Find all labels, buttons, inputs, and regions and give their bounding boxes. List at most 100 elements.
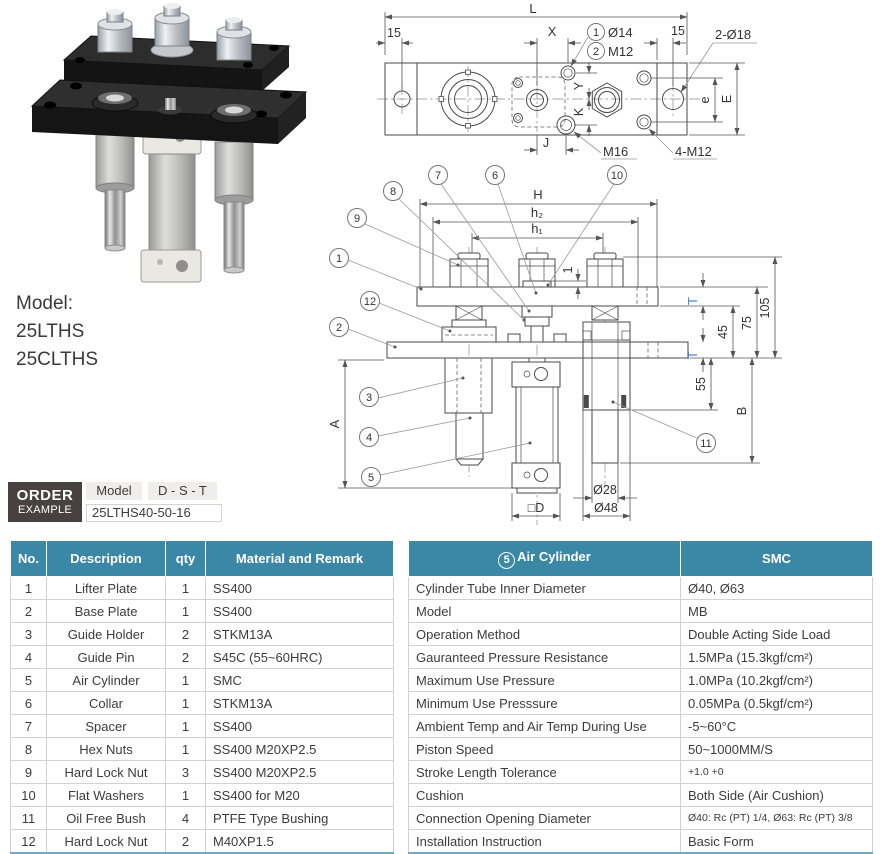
dim-h2: h₂	[531, 205, 543, 220]
cell-desc: Oil Free Bush	[46, 806, 166, 830]
svg-text:4: 4	[366, 432, 372, 444]
cell-material: STKM13A	[205, 691, 394, 715]
cell-no: 6	[10, 691, 47, 715]
left-guide-pin	[454, 412, 485, 466]
cell-qty: 3	[165, 760, 206, 784]
balloon-1-label: Ø14	[608, 25, 633, 40]
cell-spec-label: Model	[408, 599, 681, 623]
dim-55: 55	[694, 377, 708, 391]
balloon-leaders	[347, 183, 698, 476]
balloon-1	[587, 23, 605, 41]
cell-spec-value: 1.0MPa (10.2kgf/cm²)	[680, 668, 873, 692]
screw-right	[553, 333, 567, 343]
cell-no: 12	[10, 829, 47, 854]
cell-no: 3	[10, 622, 47, 646]
svg-text:7: 7	[435, 170, 441, 182]
cell-qty: 1	[165, 783, 206, 807]
cell-spec-value: 50~1000MM/S	[680, 737, 873, 761]
left-guide-iso	[95, 129, 135, 252]
dim-o48: Ø48	[594, 501, 618, 515]
balloon-2	[587, 42, 605, 60]
cell-material: SS400	[205, 714, 394, 738]
cell-spec-label: Piston Speed	[408, 737, 681, 761]
cell-material: STKM13A	[205, 622, 394, 646]
cell-spec-label: Cylinder Tube Inner Diameter	[408, 576, 681, 600]
bearing-collars-iso	[91, 92, 258, 124]
cell-material: SS400 M20XP2.5	[205, 737, 394, 761]
cell-qty: 4	[165, 806, 206, 830]
base-plate-front	[386, 341, 689, 359]
dim-h1: h₁	[531, 221, 543, 236]
cell-desc: Hard Lock Nut	[46, 829, 166, 854]
air-cylinder-iso	[140, 119, 202, 283]
dim-E: E	[720, 95, 734, 103]
dim-B: B	[734, 407, 749, 416]
cell-desc: Collar	[46, 691, 166, 715]
m12-hole	[560, 65, 576, 81]
cell-spec-value: MB	[680, 599, 873, 623]
cell-spec-value: Ø40, Ø63	[680, 576, 873, 600]
hex-nut-left	[449, 252, 489, 288]
cell-qty: 1	[165, 668, 206, 692]
parts-table-header: No. Description qty Material and Remark	[10, 540, 394, 577]
cell-desc: Guide Holder	[46, 622, 166, 646]
isometric-product-image	[30, 3, 308, 283]
header-qty: qty	[165, 540, 206, 577]
table-row: Ambient Temp and Air Temp During Use-5~6…	[408, 714, 873, 738]
example-label: EXAMPLE	[17, 504, 73, 516]
cell-spec-label: Ambient Temp and Air Temp During Use	[408, 714, 681, 738]
dim-J: J	[543, 136, 549, 150]
dim-15-left: 15	[387, 26, 401, 40]
header-material: Material and Remark	[205, 540, 394, 577]
cell-spec-label: Operation Method	[408, 622, 681, 646]
cell-desc: Spacer	[46, 714, 166, 738]
center-bolt-stack	[521, 305, 553, 343]
svg-text:2: 2	[593, 46, 599, 58]
cell-no: 11	[10, 806, 47, 830]
svg-text:6: 6	[492, 170, 498, 182]
cell-desc: Hard Lock Nut	[46, 760, 166, 784]
cell-spec-value: -5~60°C	[680, 714, 873, 738]
table-row: Stroke Length Tolerance+1.0 +0	[408, 760, 873, 784]
model-block: Model: 25LTHS 25CLTHS	[16, 290, 98, 374]
dim-15-right: 15	[671, 24, 685, 38]
cell-desc: Hex Nuts	[46, 737, 166, 761]
part-balloons	[329, 165, 716, 487]
model-number-1: 25LTHS	[16, 321, 85, 343]
dim-75: 75	[740, 316, 754, 330]
balloon-2-label: M12	[608, 44, 633, 59]
order-example-section: ORDER EXAMPLE Model D - S - T 25LTHS40-5…	[8, 482, 222, 522]
svg-text:11: 11	[700, 438, 711, 450]
cell-spec-label: Stroke Length Tolerance	[408, 760, 681, 784]
mount-hole-left	[393, 90, 411, 108]
header-smc: SMC	[680, 540, 873, 577]
circled-5-icon: 5	[498, 551, 516, 569]
mount-hole-right	[662, 88, 684, 110]
m16-hole	[556, 115, 576, 135]
dim-105: 105	[758, 298, 772, 319]
order-example-badge: ORDER EXAMPLE	[8, 482, 82, 522]
dim-X: X	[548, 25, 557, 39]
right-guide-iso	[214, 141, 254, 274]
order-example-value: 25LTHS40-50-16	[86, 504, 222, 522]
left-guide-holder	[444, 357, 493, 414]
hex-nut-right	[586, 252, 624, 288]
order-code-chip: D - S - T	[148, 482, 217, 500]
svg-text:8: 8	[390, 186, 396, 198]
header-description: Description	[46, 540, 166, 577]
collar-top-view	[438, 69, 498, 129]
right-bearing	[591, 305, 619, 321]
svg-text:5: 5	[368, 472, 374, 484]
cell-no: 5	[10, 668, 47, 692]
